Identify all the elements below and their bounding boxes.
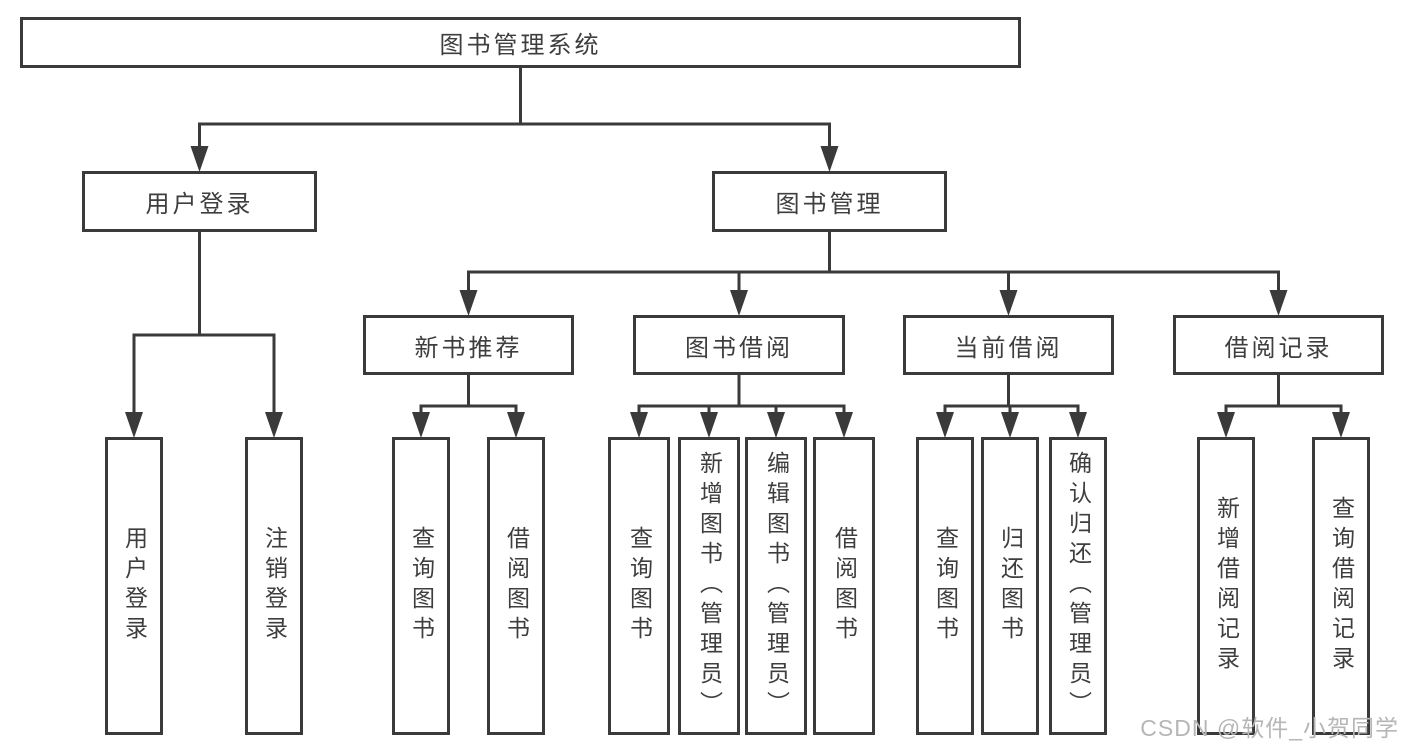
- node-current-borrow: 当前借阅: [903, 315, 1114, 375]
- node-leaf-add-borrow-record: 新增借阅记录: [1197, 437, 1255, 735]
- node-label-leaf-confirm-return: 确认归还（管理员）: [1065, 451, 1092, 721]
- connector-group-book-borrow: [630, 373, 853, 438]
- node-label-leaf-logout: 注销登录: [261, 526, 288, 646]
- node-book-borrow: 图书借阅: [633, 315, 845, 375]
- node-label-new-book-rec: 新书推荐: [414, 334, 523, 362]
- node-label-book-mgmt: 图书管理: [775, 191, 884, 218]
- node-label-leaf-add-borrow-record: 新增借阅记录: [1213, 496, 1240, 676]
- node-leaf-edit-books: 编辑图书（管理员）: [745, 437, 807, 735]
- node-leaf-return-books: 归还图书: [981, 437, 1039, 735]
- node-leaf-confirm-return: 确认归还（管理员）: [1049, 437, 1107, 735]
- node-book-mgmt: 图书管理: [712, 171, 947, 232]
- connector-group-borrow-records: [1217, 373, 1350, 438]
- node-label-leaf-query-borrow-record: 查询借阅记录: [1328, 496, 1355, 676]
- node-label-leaf-edit-books: 编辑图书（管理员）: [763, 451, 790, 721]
- node-leaf-user-login: 用户登录: [105, 437, 163, 735]
- node-label-leaf-borrow-books-2: 借阅图书: [831, 526, 858, 646]
- node-leaf-query-borrow-record: 查询借阅记录: [1312, 437, 1370, 735]
- connector-group-current-borrow: [936, 373, 1087, 438]
- node-label-leaf-query-books-3: 查询图书: [932, 526, 959, 646]
- node-leaf-logout: 注销登录: [245, 437, 303, 735]
- node-leaf-query-books-1: 查询图书: [392, 437, 450, 735]
- node-label-user-login: 用户登录: [145, 191, 254, 218]
- node-leaf-add-books: 新增图书（管理员）: [678, 437, 740, 735]
- node-label-leaf-user-login: 用户登录: [121, 526, 148, 646]
- connector-group-user-login: [125, 230, 283, 438]
- node-leaf-query-books-3: 查询图书: [916, 437, 974, 735]
- node-leaf-query-books-2: 查询图书: [608, 437, 670, 735]
- node-label-leaf-borrow-books-1: 借阅图书: [503, 526, 530, 646]
- node-label-book-borrow: 图书借阅: [685, 334, 793, 362]
- connector-group-book-mgmt: [459, 230, 1288, 316]
- connector-group-new-book-rec: [412, 373, 525, 438]
- node-label-current-borrow: 当前借阅: [954, 334, 1063, 362]
- node-label-leaf-query-books-1: 查询图书: [408, 526, 435, 646]
- node-borrow-records: 借阅记录: [1173, 315, 1384, 375]
- node-root: 图书管理系统: [20, 17, 1021, 68]
- node-leaf-borrow-books-1: 借阅图书: [487, 437, 545, 735]
- connector-group-root: [190, 66, 839, 172]
- node-label-borrow-records: 借阅记录: [1224, 334, 1333, 362]
- node-label-leaf-query-books-2: 查询图书: [626, 526, 653, 646]
- node-label-leaf-return-books: 归还图书: [997, 526, 1024, 646]
- node-leaf-borrow-books-2: 借阅图书: [813, 437, 875, 735]
- node-new-book-rec: 新书推荐: [363, 315, 574, 375]
- node-label-leaf-add-books: 新增图书（管理员）: [696, 451, 723, 721]
- node-label-root: 图书管理系统: [439, 32, 602, 59]
- node-user-login: 用户登录: [82, 171, 317, 232]
